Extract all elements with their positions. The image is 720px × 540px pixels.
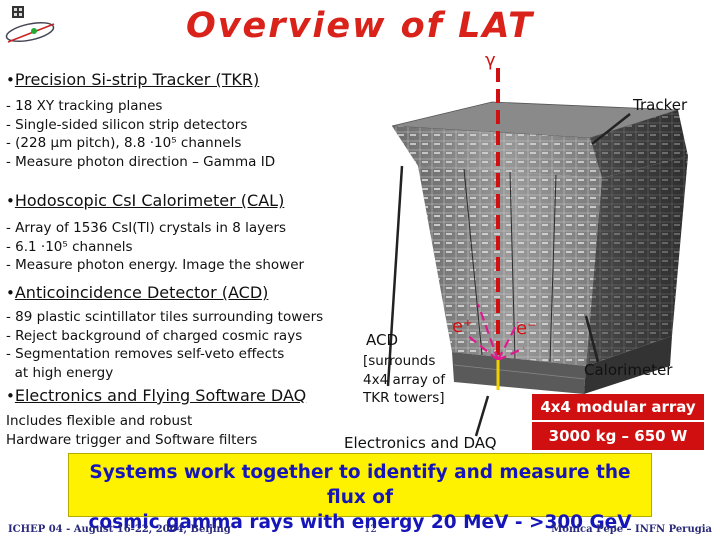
calorimeter-details: - Array of 1536 CsI(Tl) crystals in 8 la…	[6, 219, 304, 275]
calorimeter-header: •Hodoscopic CsI Calorimeter (CAL)	[6, 191, 285, 210]
acd-line: - Segmentation removes self-veto effects	[6, 346, 285, 362]
mass-power-badge: 3000 kg – 650 W	[532, 422, 704, 450]
shower-tracks	[467, 303, 525, 361]
calorimeter-pointer	[584, 315, 600, 363]
acd-line: - 89 plastic scintillator tiles surround…	[6, 309, 324, 325]
calorimeter-label: Calorimeter	[584, 361, 673, 379]
tracker-line: - Single-sided silicon strip detectors	[6, 116, 248, 133]
acd-pointer	[386, 165, 404, 387]
electronics-header: •Electronics and Flying Software DAQ	[6, 386, 307, 405]
tracker-details: - 18 XY tracking planes - Single-sided s…	[6, 97, 275, 171]
calorimeter-line: - Measure photon energy. Image the showe…	[6, 257, 305, 273]
acd-line: at high energy	[6, 364, 114, 381]
glast-logo-icon	[4, 4, 64, 48]
tracker-line: - (228 μm pitch), 8.8 ·10⁵ channels	[6, 135, 242, 151]
gamma-label: γ	[485, 50, 496, 71]
acd-header: •Anticoincidence Detector (ACD)	[6, 283, 269, 302]
lat-detector-illustration	[372, 60, 720, 450]
acd-note-line: [surrounds	[363, 353, 436, 369]
summary-line: cosmic gamma rays with energy 20 MeV - >…	[88, 512, 632, 533]
tracker-line: - 18 XY tracking planes	[6, 98, 163, 114]
positron-label: e⁺	[452, 316, 473, 337]
summary-line: Systems work together to identify and me…	[89, 462, 631, 508]
electronics-daq-label: Electronics and DAQ	[344, 434, 497, 452]
footer-author: Monica Pepe – INFN Perugia	[551, 524, 712, 535]
electron-label: e⁻	[516, 318, 537, 339]
acd-note-line: 4x4 array of	[363, 371, 446, 388]
modular-array-badge: 4x4 modular array	[532, 394, 704, 420]
electronics-pointer	[474, 395, 490, 437]
electronics-details: Includes flexible and robust Hardware tr…	[6, 412, 257, 449]
footer-conference: ICHEP 04 - August 16-22, 2004, Beijing	[8, 524, 231, 535]
tracker-header: •Precision Si-strip Tracker (TKR)	[6, 70, 260, 89]
page-title: Overview of LAT	[185, 6, 534, 46]
acd-note: [surrounds 4x4 array of TKR towers]	[363, 352, 445, 408]
tracker-line: - Measure photon direction – Gamma ID	[6, 153, 276, 170]
acd-line: - Reject background of charged cosmic ra…	[6, 327, 303, 344]
summary-banner: Systems work together to identify and me…	[68, 453, 652, 533]
electronics-line: Hardware trigger and Software filters	[6, 431, 258, 448]
calorimeter-line: - 6.1 ·10⁵ channels	[6, 238, 133, 255]
acd-note-line: TKR towers]	[363, 390, 445, 406]
acd-label: ACD	[366, 331, 399, 349]
tracker-pointer	[591, 113, 631, 145]
tracker-label: Tracker	[633, 96, 688, 114]
footer-page-number: 12	[364, 524, 377, 535]
calorimeter-line: - Array of 1536 CsI(Tl) crystals in 8 la…	[6, 220, 287, 236]
electronics-line: Includes flexible and robust	[6, 413, 193, 429]
acd-details: - 89 plastic scintillator tiles surround…	[6, 308, 323, 382]
